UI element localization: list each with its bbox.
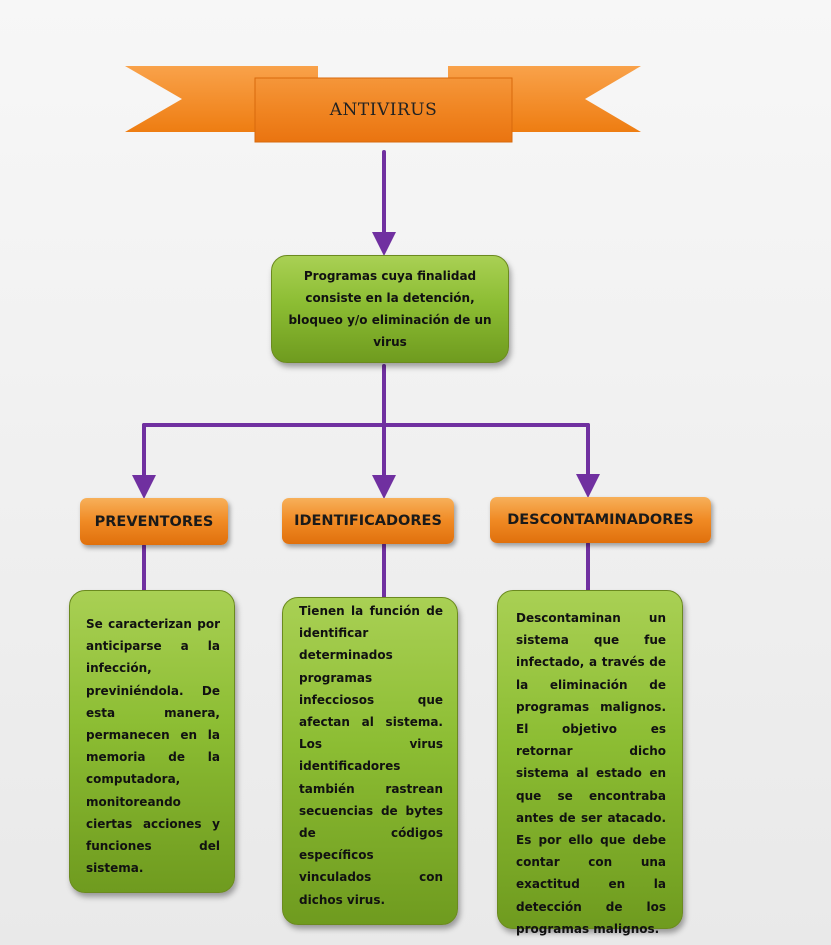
preventores-description-text: Se caracterizan por anticiparse a la inf… (86, 617, 220, 876)
category-preventores-label: PREVENTORES (94, 513, 214, 530)
identificadores-description-box: Tienen la función de identificar determi… (282, 597, 458, 925)
definition-box: Programas cuya finalidad consiste en la … (271, 255, 509, 363)
preventores-description-box: Se caracterizan por anticiparse a la inf… (69, 590, 235, 893)
category-identificadores-label: IDENTIFICADORES (294, 513, 442, 529)
category-descontaminadores: DESCONTAMINADORES (490, 497, 711, 543)
definition-text: Programas cuya finalidad consiste en la … (288, 269, 492, 349)
diagram-title: ANTIVIRUS (329, 100, 438, 120)
category-descontaminadores-label: DESCONTAMINADORES (507, 512, 694, 528)
descontaminadores-description-text: Descontaminan un sistema que fue infecta… (516, 611, 666, 936)
descontaminadores-description-box: Descontaminan un sistema que fue infecta… (497, 590, 683, 936)
identificadores-description-text: Tienen la función de identificar determi… (299, 604, 443, 907)
title-ribbon-banner (125, 66, 641, 143)
ribbon-center-panel (254, 77, 513, 143)
category-preventores: PREVENTORES (80, 498, 228, 545)
category-identificadores: IDENTIFICADORES (282, 498, 454, 544)
